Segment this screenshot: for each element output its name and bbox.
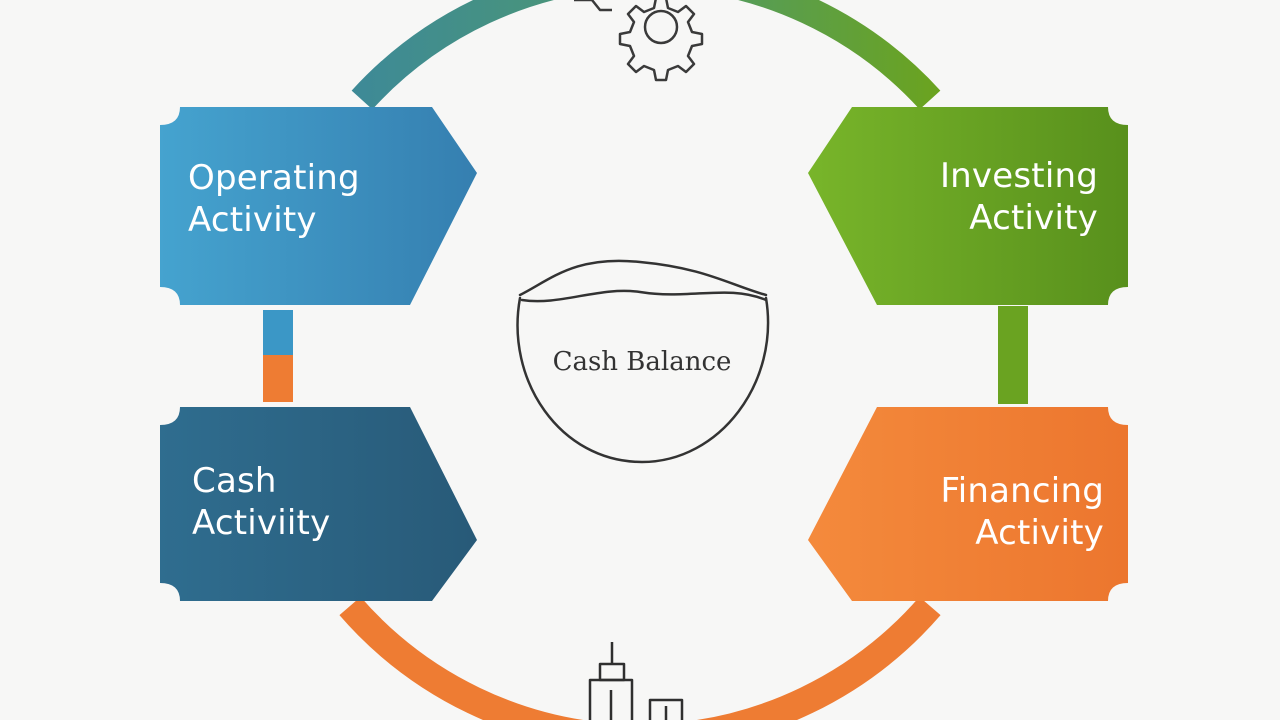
operating-activity-box[interactable]	[160, 107, 477, 305]
ring-arc-bottom	[339, 596, 941, 720]
gear-icon	[574, 0, 704, 82]
financing-activity-label: Financing Activity	[940, 470, 1104, 554]
operating-activity-label-line1: Operating	[188, 158, 360, 198]
bowl-icon	[516, 259, 770, 464]
cash-activity-label: Cash Activiity	[192, 460, 330, 544]
ring-arc-top	[351, 0, 941, 110]
cash-balance-label: Cash Balance	[552, 347, 732, 377]
investing-activity-box[interactable]	[808, 107, 1128, 305]
cash-activity-box[interactable]	[160, 407, 477, 601]
financing-activity-box[interactable]	[808, 407, 1128, 601]
cash-activity-label-line2: Activiity	[192, 503, 331, 543]
financing-activity-label-line2: Activity	[975, 513, 1104, 553]
buildings-icon	[588, 642, 684, 720]
investing-activity-label-line1: Investing	[939, 156, 1098, 196]
operating-activity-label: Operating Activity	[188, 157, 360, 241]
cash-activity-label-line1: Cash	[192, 461, 277, 501]
investing-activity-label: Investing Activity	[940, 155, 1098, 239]
investing-activity-label-line2: Activity	[969, 198, 1098, 238]
operating-activity-label-line2: Activity	[188, 200, 317, 240]
financing-activity-label-line1: Financing	[940, 471, 1104, 511]
